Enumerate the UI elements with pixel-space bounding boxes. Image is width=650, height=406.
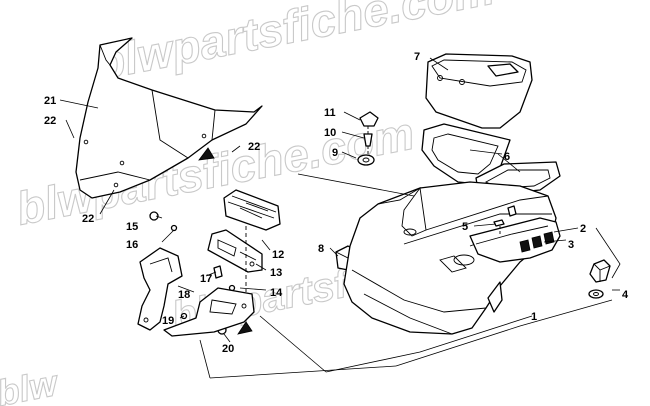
callout-6: 6	[504, 151, 510, 163]
hood	[343, 181, 557, 335]
callout-labels: 1 2 3 4 5 6 7 8 9 10 11 12 13 14 15 16 1…	[44, 51, 629, 355]
callout-11: 11	[324, 107, 336, 119]
callout-2: 2	[580, 223, 586, 235]
callout-15: 15	[126, 221, 138, 233]
gauge-bracket	[207, 226, 263, 292]
left-support-bracket	[137, 247, 183, 331]
gauge-housing	[223, 189, 281, 231]
callout-17: 17	[200, 273, 212, 285]
callout-10: 10	[324, 127, 336, 139]
storage-cover	[425, 53, 533, 129]
callout-7: 7	[414, 51, 420, 63]
cap-assembly	[588, 259, 611, 299]
callout-4: 4	[622, 289, 629, 301]
callout-19: 19	[162, 315, 174, 327]
callout-18: 18	[178, 289, 190, 301]
arrow-icon	[198, 147, 215, 161]
callout-21: 21	[44, 95, 56, 107]
windshield	[75, 37, 263, 199]
callout-5: 5	[462, 221, 468, 233]
callout-12: 12	[272, 249, 284, 261]
callout-22-bottom: 22	[82, 213, 94, 225]
callout-1: 1	[531, 311, 537, 323]
callout-22-right: 22	[248, 141, 260, 153]
callout-9: 9	[332, 147, 338, 159]
screws	[493, 205, 517, 236]
knob-assembly	[357, 111, 379, 166]
leader-lines	[59, 57, 621, 379]
side-vent-panel	[469, 217, 561, 263]
lower-bracket	[163, 287, 255, 337]
callout-13: 13	[270, 267, 282, 279]
watermark-corner: blw	[0, 362, 62, 406]
arrow-icon	[237, 321, 253, 335]
callout-20: 20	[222, 343, 234, 355]
callout-8: 8	[318, 243, 324, 255]
callout-14: 14	[270, 287, 283, 299]
callout-16: 16	[126, 239, 138, 251]
callout-22-left: 22	[44, 115, 56, 127]
callout-3: 3	[568, 239, 574, 251]
